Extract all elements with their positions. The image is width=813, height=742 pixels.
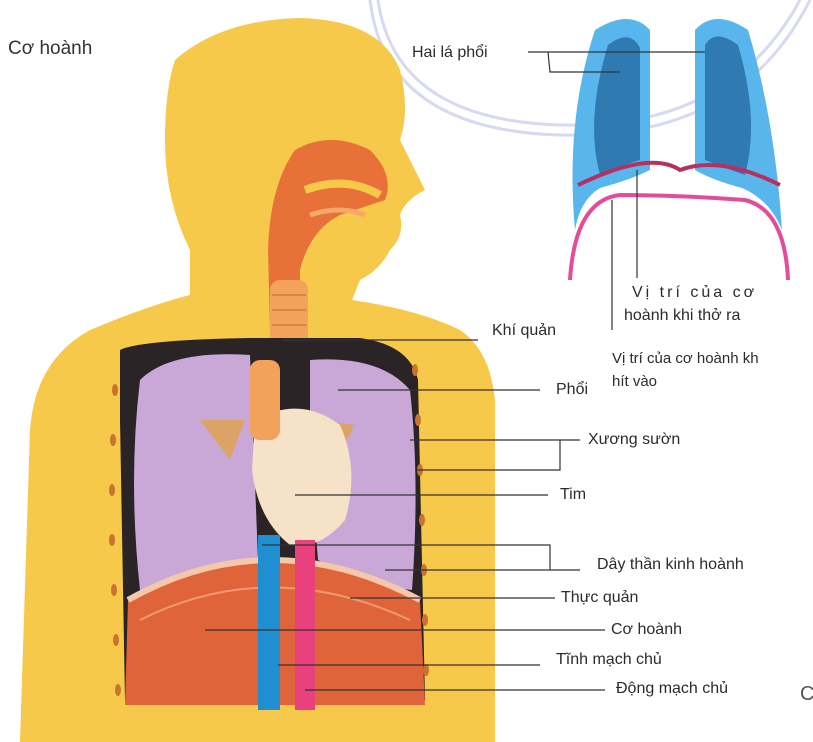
label-ribs: Xương sườn	[588, 431, 680, 449]
label-trachea: Khí quản	[492, 322, 556, 340]
page-title: Cơ hoành	[8, 38, 92, 60]
label-phrenic-nerve: Dây thần kinh hoành	[597, 556, 744, 574]
label-diaphragm-exhale-1: Vị trí của cơ	[632, 284, 757, 302]
label-diaphragm: Cơ hoành	[611, 621, 682, 639]
label-lung: Phổi	[556, 381, 588, 399]
label-diaphragm-inhale-1: Vị trí của cơ hoành kh	[612, 350, 759, 368]
label-diaphragm-inhale-2: hít vào	[612, 373, 657, 391]
inset-lungs	[570, 19, 788, 280]
label-lungs-pair: Hai lá phổi	[412, 44, 488, 62]
label-aorta: Động mạch chủ	[616, 680, 728, 698]
label-heart: Tim	[560, 486, 586, 504]
edge-fragment: C	[800, 683, 813, 705]
label-vena-cava: Tĩnh mạch chủ	[556, 651, 662, 669]
label-diaphragm-exhale-2: hoành khi thở ra	[624, 307, 740, 325]
label-esophagus: Thực quản	[561, 589, 638, 607]
